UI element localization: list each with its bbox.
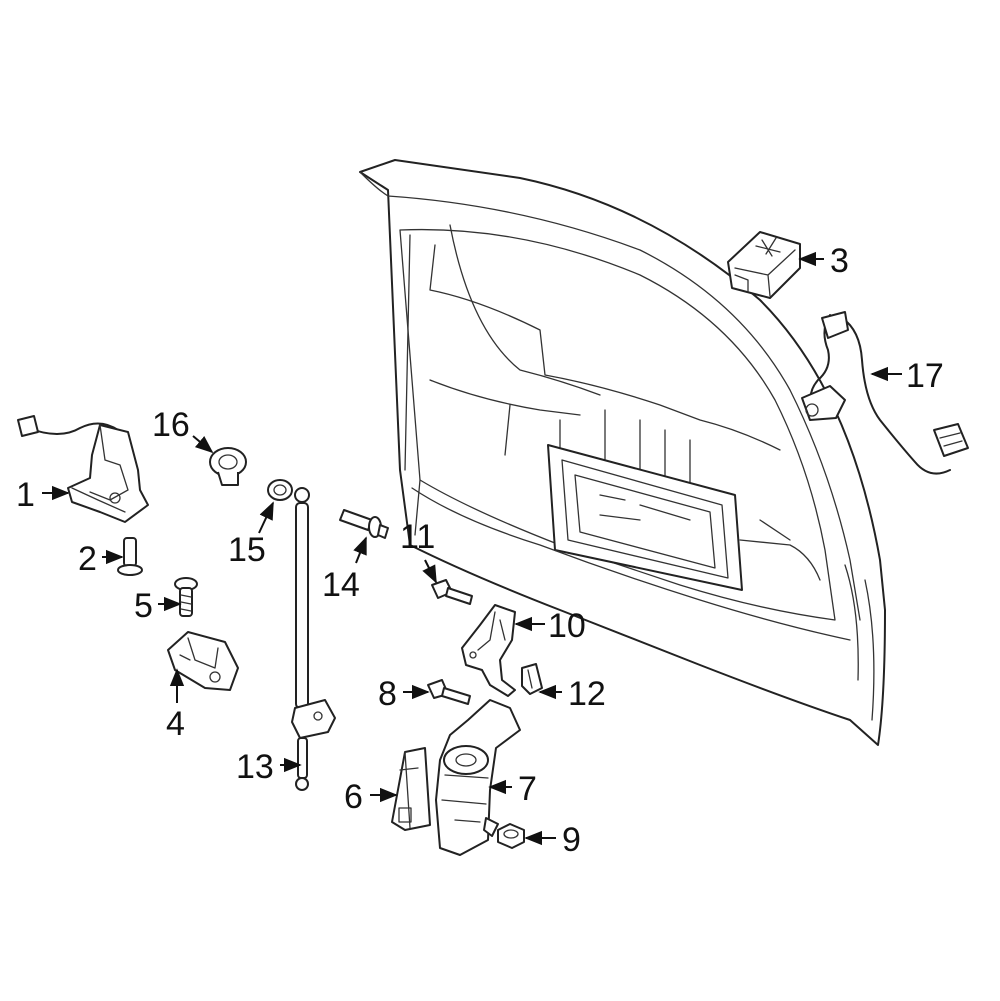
callout-3: 3 (830, 242, 849, 280)
part-5-bolt (174, 577, 198, 617)
callout-16: 16 (152, 406, 190, 444)
callout-2: 2 (78, 540, 97, 578)
part-2-bolt (117, 537, 143, 576)
callout-8: 8 (378, 675, 397, 713)
part-1-latch (17, 415, 149, 523)
part-12-clip (521, 663, 543, 695)
part-11-bolt (431, 579, 473, 605)
part-10-bracket (461, 604, 516, 697)
part-6-module (391, 747, 431, 831)
callout-labels: 1 2 3 4 5 6 7 8 9 10 11 12 13 14 15 16 1… (16, 242, 944, 859)
part-17-wiring-harness (801, 311, 969, 475)
part-16-clip (209, 447, 247, 486)
callout-10: 10 (548, 607, 586, 645)
part-4-striker (167, 631, 239, 691)
part-14-stud (339, 509, 389, 539)
callout-leaders (42, 251, 902, 846)
part-13-strut (291, 487, 336, 791)
part-7-actuator (435, 699, 521, 856)
callout-14: 14 (322, 566, 360, 604)
callout-7: 7 (518, 770, 537, 808)
callout-1: 1 (16, 476, 35, 514)
callout-6: 6 (344, 778, 363, 816)
callout-4: 4 (166, 705, 185, 743)
callout-13: 13 (236, 748, 274, 786)
callout-5: 5 (134, 587, 153, 625)
part-8-bolt (427, 679, 471, 705)
part-15-grommet (267, 479, 293, 501)
callout-9: 9 (562, 821, 581, 859)
callout-11: 11 (400, 518, 435, 556)
callout-17: 17 (906, 357, 944, 395)
callout-15: 15 (228, 531, 266, 569)
part-3-sensor (727, 231, 801, 299)
liftgate-panel (359, 159, 886, 746)
callout-12: 12 (568, 675, 606, 713)
part-9-nut (497, 823, 525, 849)
